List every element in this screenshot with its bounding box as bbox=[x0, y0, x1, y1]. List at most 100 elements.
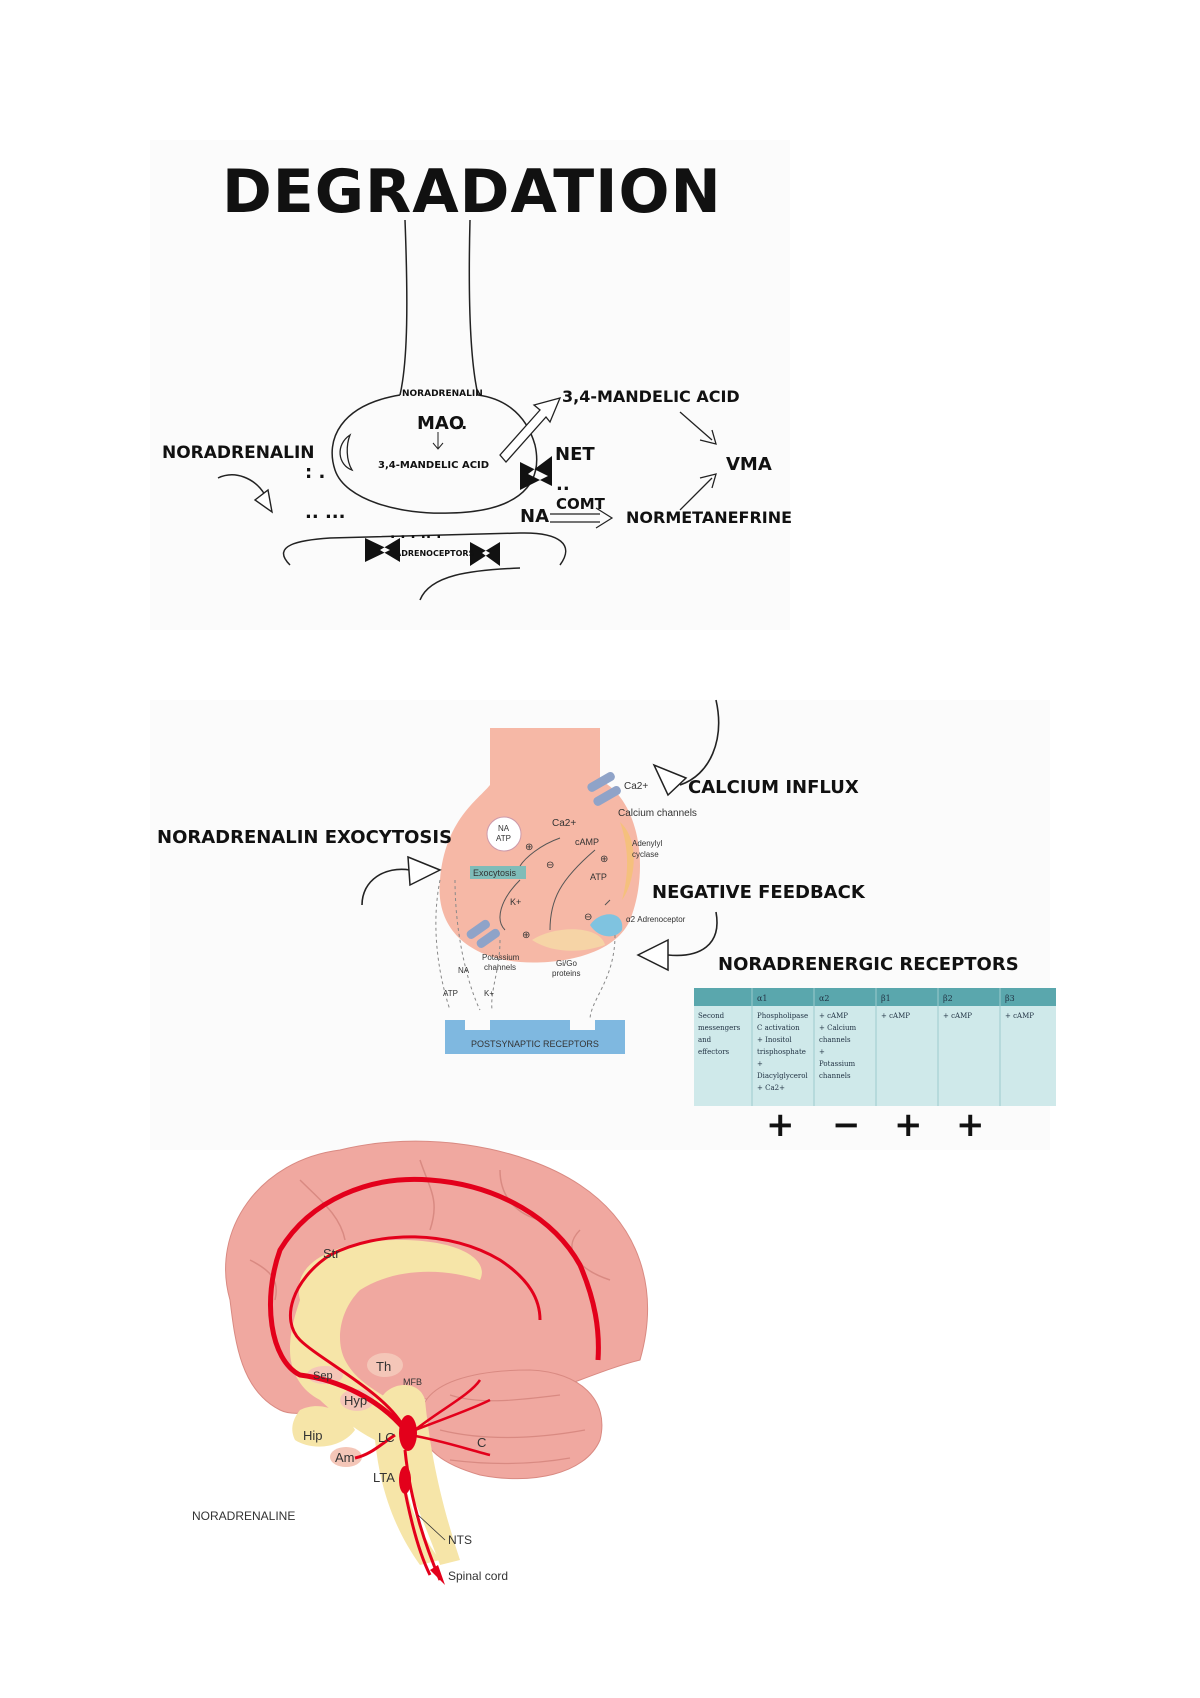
na-dots: : . bbox=[305, 462, 325, 483]
alpha2-adrenoceptor bbox=[590, 914, 623, 937]
potassium-channel-a bbox=[466, 919, 490, 939]
negative-feedback-head bbox=[636, 938, 669, 972]
negative-feedback-curve bbox=[667, 911, 718, 957]
alpha2-6: channels bbox=[819, 1072, 851, 1080]
sign-beta1: + bbox=[894, 1105, 923, 1145]
structure-th bbox=[367, 1353, 403, 1377]
net-transporter bbox=[520, 456, 552, 490]
cerebellum bbox=[419, 1369, 603, 1480]
label-th: Th bbox=[376, 1359, 391, 1374]
ca-inner-label: Ca2+ bbox=[552, 818, 576, 829]
label-sep: Sep bbox=[313, 1370, 333, 1382]
alpha1-3: + Inositol bbox=[757, 1036, 792, 1044]
gi-label: Gi/Go bbox=[556, 959, 577, 968]
adrenoceptor-left bbox=[365, 538, 400, 562]
alpha1-4: trisphosphate bbox=[757, 1048, 806, 1056]
g-proteins bbox=[532, 929, 605, 951]
proteins-label: proteins bbox=[552, 969, 580, 978]
net-label: NET bbox=[555, 444, 595, 465]
adrenoceptors-label: ADRENOCEPTORS bbox=[395, 549, 475, 558]
plus-sign-c: ⊕ bbox=[600, 854, 608, 865]
arrow-mandelic-vma bbox=[679, 411, 717, 445]
label-lc: LC bbox=[378, 1430, 395, 1445]
table-header bbox=[694, 988, 1056, 1006]
calcium-influx-label: CALCIUM INFLUX bbox=[688, 777, 859, 798]
normetanefrine-label: NORMETANEFRINE bbox=[626, 508, 792, 527]
comt-arrow bbox=[550, 507, 614, 529]
mandelic-out-label: 3,4-MANDELIC ACID bbox=[562, 387, 740, 406]
alpha2-label: α2 Adrenoceptor bbox=[626, 915, 686, 924]
nts-leader bbox=[417, 1514, 446, 1541]
calcium-influx-curve bbox=[679, 699, 720, 786]
exocytosis-head bbox=[407, 855, 442, 887]
ca-label: Ca2+ bbox=[624, 781, 648, 792]
noradrenalin-inside-label: NORADRENALIN bbox=[402, 389, 483, 399]
k-bottom-label: K+ bbox=[484, 989, 494, 998]
noradrenergic-pathway-main bbox=[268, 1176, 601, 1432]
label-lta: LTA bbox=[373, 1470, 395, 1485]
header-beta2: β2 bbox=[943, 994, 953, 1003]
exocytosis-label: Exocytosis bbox=[473, 868, 517, 878]
receptors-title: NORADRENERGIC RECEPTORS bbox=[718, 954, 1019, 975]
vesicle-atp-label: ATP bbox=[496, 834, 511, 843]
release-arrows bbox=[435, 879, 616, 1021]
row-label-1: Second bbox=[698, 1012, 725, 1020]
beta2-1: + cAMP bbox=[943, 1012, 972, 1020]
calcium-influx-head bbox=[652, 763, 688, 797]
camp-label: cAMP bbox=[575, 837, 599, 847]
postsynaptic-bar bbox=[445, 1020, 625, 1054]
sign-beta2: + bbox=[956, 1105, 985, 1145]
arrow-normet-vma bbox=[679, 473, 717, 511]
mao-label: MAO bbox=[417, 413, 464, 434]
atp-bottom-label: ATP bbox=[443, 989, 458, 998]
potassium-channel-b bbox=[476, 928, 500, 948]
postsynaptic-cell bbox=[282, 532, 567, 601]
header-alpha2: α2 bbox=[819, 994, 830, 1003]
vma-label: VMA bbox=[726, 454, 772, 475]
alpha2-3: channels bbox=[819, 1036, 851, 1044]
alpha1-7: + Ca2+ bbox=[757, 1084, 785, 1092]
label-am: Am bbox=[335, 1450, 355, 1465]
alpha1-2: C activation bbox=[757, 1024, 800, 1032]
postsynaptic-label: POSTSYNAPTIC RECEPTORS bbox=[471, 1039, 599, 1049]
label-str: Str bbox=[323, 1246, 340, 1261]
noradrenalin-exocytosis-label: NORADRENALIN EXOCYTOSIS bbox=[157, 827, 452, 848]
vesicle-na-label: NA bbox=[498, 824, 510, 833]
row-label-4: effectors bbox=[698, 1048, 730, 1056]
sign-alpha2: − bbox=[832, 1105, 861, 1145]
noradrenalin-left-label: NORADRENALIN bbox=[162, 443, 315, 463]
mao-arrow bbox=[432, 432, 444, 450]
noradrenergic-pathway-inner bbox=[289, 1235, 542, 1431]
degradation-diagram: DEGRADATION NORADRENALIN MAO .. 3,4-MAND… bbox=[150, 140, 792, 630]
noradrenalin-hollow-head bbox=[253, 488, 273, 514]
spinal-arrowhead bbox=[430, 1565, 445, 1585]
row-label-2: messengers bbox=[698, 1024, 741, 1032]
structure-am bbox=[330, 1447, 362, 1467]
noradrenergic-pathway-cerebellum bbox=[409, 1379, 491, 1457]
arrow-to-mandelic bbox=[499, 397, 562, 463]
comt-label: COMT bbox=[556, 495, 606, 513]
minus-sign-b: ⊖ bbox=[584, 912, 592, 923]
mandelic-inside-label: 3,4-MANDELIC ACID bbox=[378, 460, 489, 471]
beta3-1: + cAMP bbox=[1005, 1012, 1034, 1020]
exocytosis-curve bbox=[361, 868, 411, 906]
table-grid bbox=[751, 988, 1001, 1106]
calcium-channels-label: Calcium channels bbox=[618, 808, 697, 819]
header-alpha1: α1 bbox=[757, 994, 768, 1003]
label-hyp: Hyp bbox=[344, 1393, 367, 1408]
locus-coeruleus-node bbox=[399, 1415, 417, 1451]
atp-label: ATP bbox=[590, 872, 607, 882]
label-nts: NTS bbox=[448, 1533, 472, 1547]
noradrenergic-pathway-am bbox=[354, 1433, 396, 1460]
axon-outline bbox=[399, 219, 479, 396]
noradrenalin-curve-arrow bbox=[217, 474, 266, 496]
calcium-channel-b bbox=[593, 786, 621, 806]
na-bottom-label: NA bbox=[458, 966, 470, 975]
plus-sign-b: ⊕ bbox=[522, 930, 530, 941]
header-beta3: β3 bbox=[1005, 994, 1015, 1003]
na-dots-3: . . . .. . bbox=[390, 526, 441, 542]
label-noradrenaline: NORADRENALINE bbox=[192, 1509, 295, 1523]
mao-dots: .. bbox=[455, 414, 467, 433]
table-body bbox=[694, 1006, 1056, 1106]
